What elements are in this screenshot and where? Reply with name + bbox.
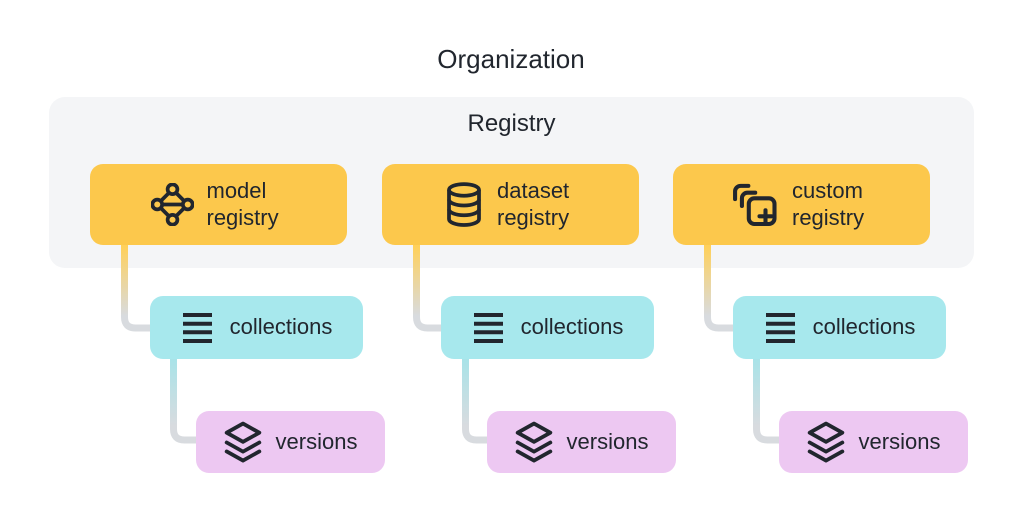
connector-collections-versions-1 bbox=[170, 357, 206, 444]
connector-custom-collections bbox=[704, 243, 743, 332]
versions-node-1: versions bbox=[196, 411, 385, 473]
copy-add-icon bbox=[733, 183, 777, 227]
model-registry-label: model registry bbox=[206, 177, 279, 230]
versions-node-3: versions bbox=[779, 411, 968, 473]
collections-node-2: collections bbox=[441, 296, 654, 359]
collections-node-3: collections bbox=[733, 296, 946, 359]
connector-collections-versions-3 bbox=[753, 357, 789, 444]
dataset-registry-label: dataset registry bbox=[497, 177, 570, 230]
dataset-registry-node: dataset registry bbox=[382, 164, 639, 245]
layers-stack-icon bbox=[224, 421, 261, 462]
registry-panel-label: Registry bbox=[467, 110, 556, 137]
collections-node-1: collections bbox=[150, 296, 363, 359]
list-icon bbox=[473, 312, 503, 343]
collections-label: collections bbox=[229, 314, 333, 340]
custom-registry-label: custom registry bbox=[792, 177, 865, 230]
model-graph-icon bbox=[150, 183, 194, 226]
model-registry-node: model registry bbox=[90, 164, 347, 245]
connector-model-collections bbox=[121, 243, 160, 332]
versions-node-2: versions bbox=[487, 411, 676, 473]
list-icon bbox=[182, 312, 212, 343]
connector-collections-versions-2 bbox=[462, 357, 497, 444]
collections-label: collections bbox=[812, 314, 916, 340]
custom-registry-node: custom registry bbox=[673, 164, 930, 245]
list-icon bbox=[765, 312, 795, 343]
versions-label: versions bbox=[566, 428, 649, 454]
layers-stack-icon bbox=[807, 421, 844, 462]
versions-label: versions bbox=[858, 428, 941, 454]
collections-label: collections bbox=[520, 314, 624, 340]
layers-stack-icon bbox=[515, 421, 552, 462]
versions-label: versions bbox=[275, 428, 358, 454]
connector-dataset-collections bbox=[413, 243, 451, 332]
database-icon bbox=[447, 182, 481, 227]
organization-title: Organization bbox=[437, 44, 585, 74]
